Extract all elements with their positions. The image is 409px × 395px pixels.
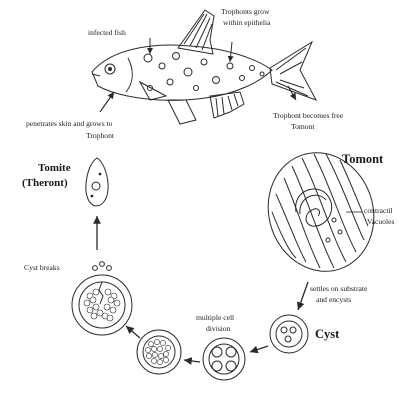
arrow-fish-to-tomont [288, 86, 296, 100]
trophont-free-label-1: Trophont becomes free [273, 111, 344, 120]
penetrates-label-1: penetrates skin and grows to [26, 119, 113, 128]
contractile-label-1: contractil [364, 206, 393, 215]
cyst-icon [270, 315, 308, 353]
infected-fish-label: infected fish [88, 28, 126, 37]
arrow-tomite-to-fish [100, 92, 114, 112]
cyst-breaks-label: Cyst breaks [24, 263, 60, 272]
trophonts-grow-label-1: Trophonts grow [221, 7, 270, 16]
settles-label-1: settles on substrate [310, 284, 368, 293]
contractile-label-2: Vacuoles [367, 217, 394, 226]
multiple-division-label-1: multiple cell [196, 313, 234, 322]
arrow-cyst-to-division [250, 346, 268, 352]
dividing-cyst-icon [203, 338, 245, 380]
trophonts-grow-label-2: within epithelia [223, 18, 271, 27]
trophont-free-label-2: Tomont [291, 122, 315, 131]
arrow-cells-to-breaking [126, 326, 140, 338]
cyst-label: Cyst [315, 327, 340, 341]
tomont-label: Tomont [342, 152, 384, 166]
breaking-cyst-icon [72, 262, 132, 335]
tomite-cell-icon [86, 158, 108, 206]
tomite-label-1: Tomite [38, 162, 71, 174]
penetrates-label-2: Trophont [86, 131, 115, 140]
multiple-division-label-2: division [206, 324, 231, 333]
tomite-label-2: (Theront) [22, 177, 68, 189]
arrow-tomont-to-cyst [298, 282, 308, 310]
settles-label-2: and encysts [316, 295, 351, 304]
tomite-cyst-icon [137, 330, 181, 374]
arrow-division-to-cells [184, 360, 200, 362]
